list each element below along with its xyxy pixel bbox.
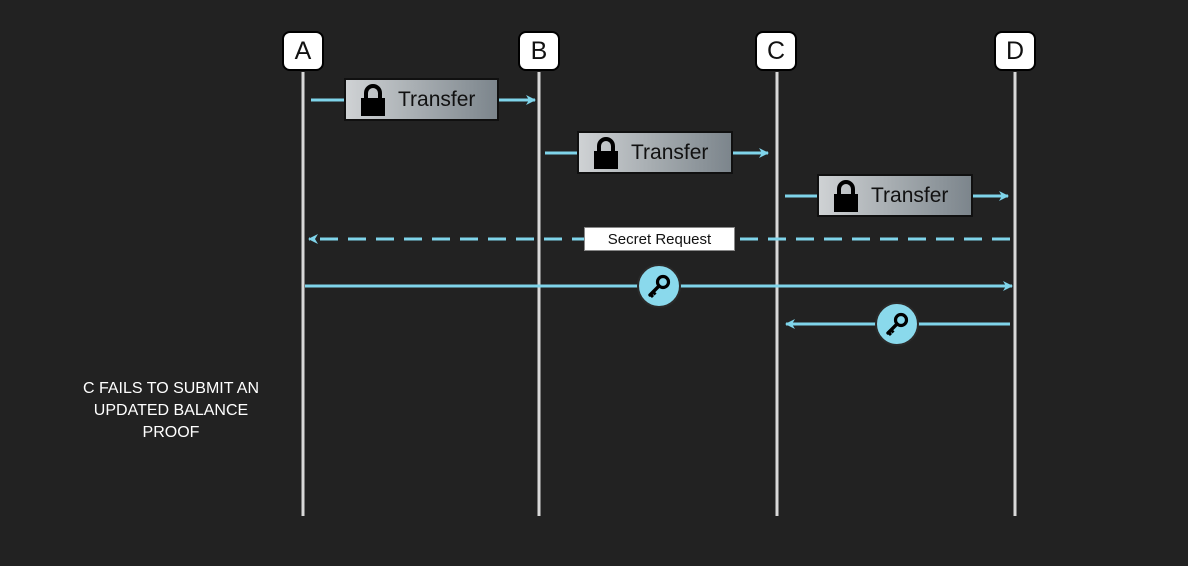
- transfer-message-b-c: Transfer: [577, 131, 733, 174]
- failure-note: C FAILS TO SUBMIT AN UPDATED BALANCE PRO…: [62, 378, 280, 444]
- secret-request-label: Secret Request: [584, 227, 735, 251]
- node-c: C: [755, 31, 797, 71]
- node-a: A: [282, 31, 324, 71]
- failure-note-line: UPDATED BALANCE: [93, 402, 249, 419]
- key-icon-glyph: [886, 312, 909, 337]
- transfer-label: Transfer: [631, 140, 709, 164]
- transfer-message-a-b: Transfer: [344, 78, 499, 121]
- key-icon: [637, 264, 681, 308]
- transfer-label: Transfer: [871, 183, 949, 207]
- key-icon-glyph: [648, 274, 671, 299]
- node-b: B: [518, 31, 560, 71]
- failure-note-line: PROOF: [142, 424, 200, 441]
- key-icon: [875, 302, 919, 346]
- lock-icon: [594, 136, 618, 169]
- failure-note-line: C FAILS TO SUBMIT AN: [82, 380, 260, 397]
- transfer-label: Transfer: [398, 87, 476, 111]
- node-d: D: [994, 31, 1036, 71]
- transfer-message-c-d: Transfer: [817, 174, 973, 217]
- lock-icon: [834, 179, 858, 212]
- lock-icon: [361, 83, 385, 116]
